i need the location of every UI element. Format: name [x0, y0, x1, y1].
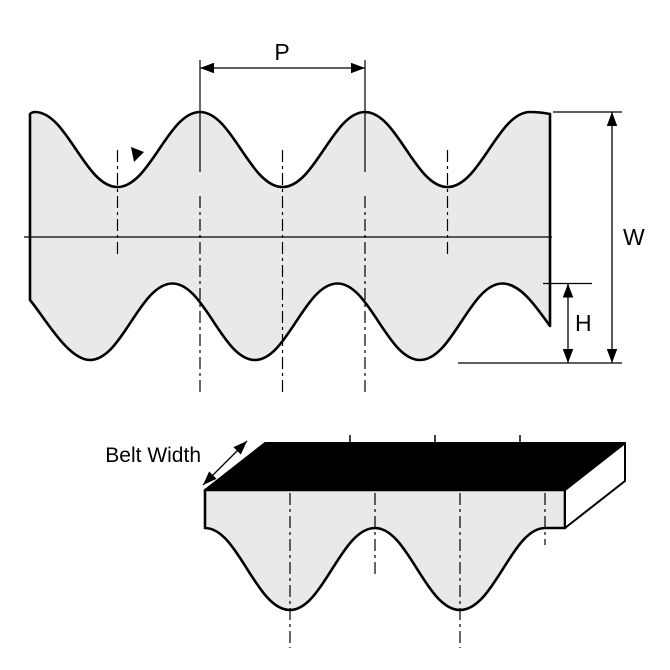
belt-front-face — [203, 488, 567, 612]
dimension-tooth-height: H — [543, 282, 592, 363]
width-label: W — [623, 224, 645, 250]
belt-width-callout: Belt Width — [105, 440, 248, 486]
cross-section-view: P W H — [24, 39, 645, 392]
belt-width-arrow — [202, 440, 248, 486]
belt-profile — [28, 110, 552, 362]
perspective-view: Belt Width — [105, 435, 626, 648]
belt-top-face — [204, 442, 626, 491]
pitch-label: P — [274, 39, 289, 65]
tooth-height-label: H — [575, 310, 592, 336]
dimension-overall-width: W — [458, 111, 645, 364]
dimension-pitch: P — [199, 39, 366, 172]
flank-arrow-mark — [131, 147, 144, 162]
belt-width-label: Belt Width — [105, 444, 201, 467]
